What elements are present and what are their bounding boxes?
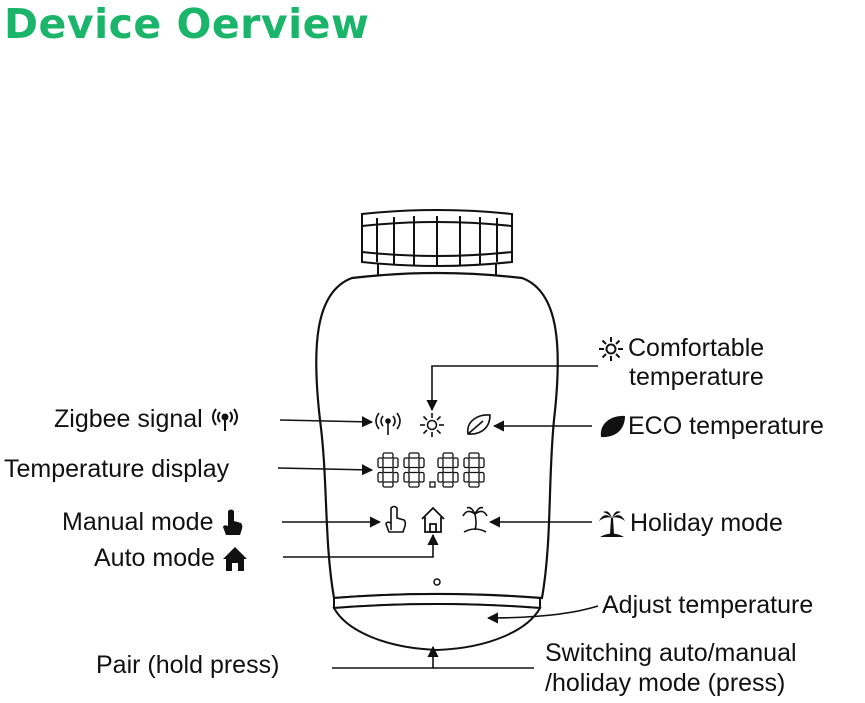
temperature-display-label: Temperature display xyxy=(4,455,230,483)
hand-icon xyxy=(223,509,243,536)
sun-icon xyxy=(599,337,623,362)
display-digit xyxy=(377,452,399,488)
segment-e xyxy=(403,471,410,483)
segment-g xyxy=(382,466,394,474)
segment-b xyxy=(478,457,485,469)
segment-f xyxy=(377,457,384,469)
segment-g xyxy=(468,466,480,474)
decimal-point xyxy=(429,481,436,488)
zigbee-leader xyxy=(279,416,374,428)
signal-icon xyxy=(375,412,401,435)
display-digit xyxy=(437,452,459,488)
palm-tree-icon xyxy=(462,506,488,533)
segment-f xyxy=(463,457,470,469)
house-icon xyxy=(222,547,247,572)
segment-a xyxy=(468,452,480,459)
holiday-label: Holiday mode xyxy=(598,508,783,538)
comfortable-label: Comfortable xyxy=(598,333,764,363)
segment-c xyxy=(392,471,399,483)
segment-e xyxy=(463,471,470,483)
zigbee-label: Zigbee signal xyxy=(54,404,240,434)
pair-leader xyxy=(332,645,439,669)
page-title: Device Oerview xyxy=(4,0,370,48)
eco-label: ECO temperature xyxy=(598,411,824,441)
pair-label: Pair (hold press) xyxy=(96,651,280,679)
leaf-icon xyxy=(467,414,491,435)
leader-lines xyxy=(277,365,599,669)
hand-icon xyxy=(385,505,407,533)
comfort-leader xyxy=(426,365,598,412)
segment-c xyxy=(478,471,485,483)
segment-e xyxy=(437,471,444,483)
segment-b xyxy=(452,457,459,469)
segment-g xyxy=(442,466,454,474)
segment-a xyxy=(442,452,454,459)
auto-mode-label: Auto mode xyxy=(94,543,248,573)
adjust-label: Adjust temperature xyxy=(602,591,814,619)
house-icon xyxy=(421,506,445,533)
sun-icon xyxy=(420,413,444,437)
device-body xyxy=(315,271,559,600)
segment-d xyxy=(442,481,454,488)
leaf-icon xyxy=(600,416,625,438)
switch-label-line2: /holiday mode (press) xyxy=(545,669,786,697)
segment-a xyxy=(382,452,394,459)
comfortable-label-line2: temperature xyxy=(629,363,764,391)
knob-cap xyxy=(361,209,513,280)
segment-d xyxy=(468,481,480,488)
segment-c xyxy=(452,471,459,483)
adjust-leader xyxy=(486,605,599,624)
signal-icon xyxy=(211,408,238,432)
segment-g xyxy=(408,466,420,474)
segment-b xyxy=(418,457,425,469)
segment-b xyxy=(392,457,399,469)
segment-f xyxy=(437,457,444,469)
auto-leader xyxy=(283,533,439,558)
manual-mode-label: Manual mode xyxy=(62,507,244,537)
status-led xyxy=(433,578,441,586)
seven-segment-display xyxy=(377,452,485,488)
segment-c xyxy=(418,471,425,483)
switch-label-line1: Switching auto/manual xyxy=(545,639,797,667)
segment-e xyxy=(377,471,384,483)
segment-a xyxy=(408,452,420,459)
segment-f xyxy=(403,457,410,469)
palm-tree-icon xyxy=(599,511,625,538)
segment-d xyxy=(408,481,420,488)
display-digit xyxy=(403,452,425,488)
display-leader xyxy=(277,464,374,476)
display-digit xyxy=(463,452,485,488)
segment-d xyxy=(382,481,394,488)
adjust-ring[interactable] xyxy=(332,593,542,652)
